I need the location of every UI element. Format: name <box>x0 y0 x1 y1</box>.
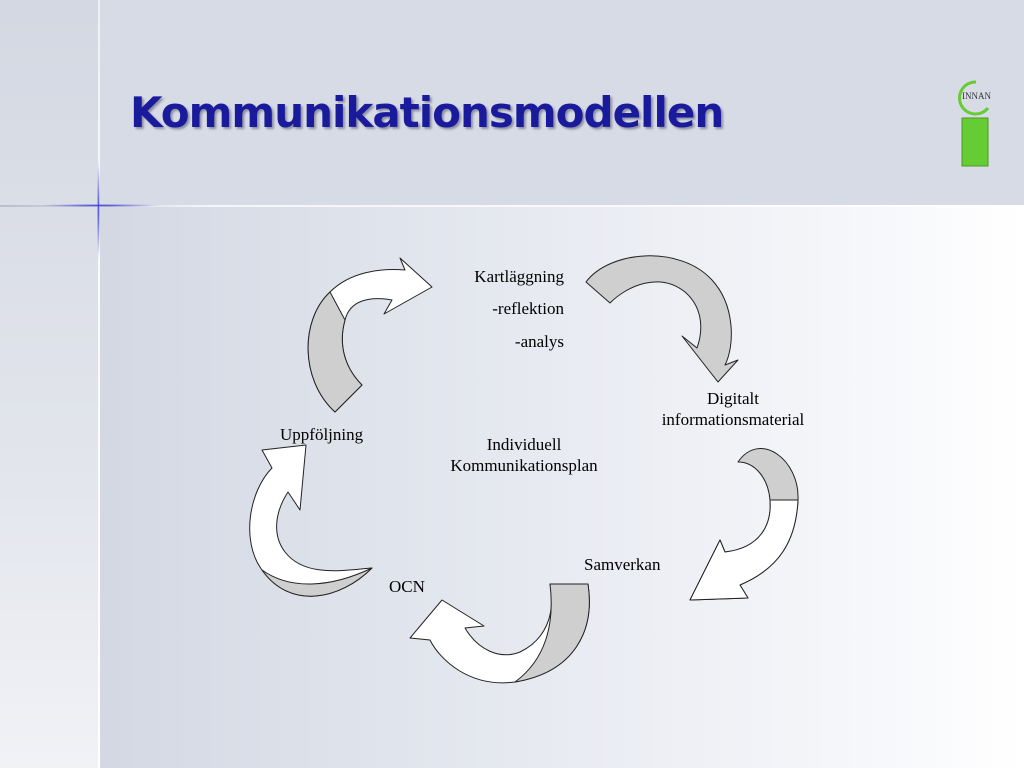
header-divider <box>0 205 1024 207</box>
kartlaggning-title: Kartläggning <box>474 267 564 286</box>
arrow-ocn-to-uppfoljning-shade <box>261 567 373 597</box>
center-line2: Kommunikationsplan <box>450 456 598 476</box>
node-center: Individuell Kommunikationsplan <box>424 434 624 477</box>
node-kartlaggning: Kartläggning -reflektion -analys <box>440 266 564 352</box>
header-band <box>98 0 1024 205</box>
content-area <box>98 207 1024 768</box>
logo-bar <box>961 117 989 167</box>
kartlaggning-reflektion: -reflektion <box>492 299 564 319</box>
node-samverkan: Samverkan <box>584 555 661 574</box>
digitalt-line1: Digitalt <box>707 389 759 408</box>
page-title: Kommunikationsmodellen <box>130 88 724 137</box>
logo-c-arc <box>958 80 990 116</box>
innan-logo <box>958 80 990 167</box>
digitalt-line2: informationsmaterial <box>661 410 805 430</box>
vertical-divider <box>98 0 100 768</box>
kartlaggning-analys: -analys <box>514 331 564 351</box>
arrow-samverkan-to-ocn-shade <box>514 583 590 683</box>
node-ocn: OCN <box>389 577 425 596</box>
sparkle-vertical <box>97 160 100 260</box>
arrow-kartlaggning-to-digitalt <box>585 255 739 383</box>
arrow-uppfoljning-to-kartlaggning-shade <box>307 291 363 413</box>
logo-text: INNAN <box>962 91 991 101</box>
center-line1: Individuell <box>486 435 562 454</box>
arrow-digitalt-to-samverkan-light <box>689 499 799 601</box>
node-digitalt: Digitalt informationsmaterial <box>640 388 826 431</box>
left-strip <box>0 0 98 768</box>
node-uppfoljning: Uppföljning <box>280 425 364 444</box>
